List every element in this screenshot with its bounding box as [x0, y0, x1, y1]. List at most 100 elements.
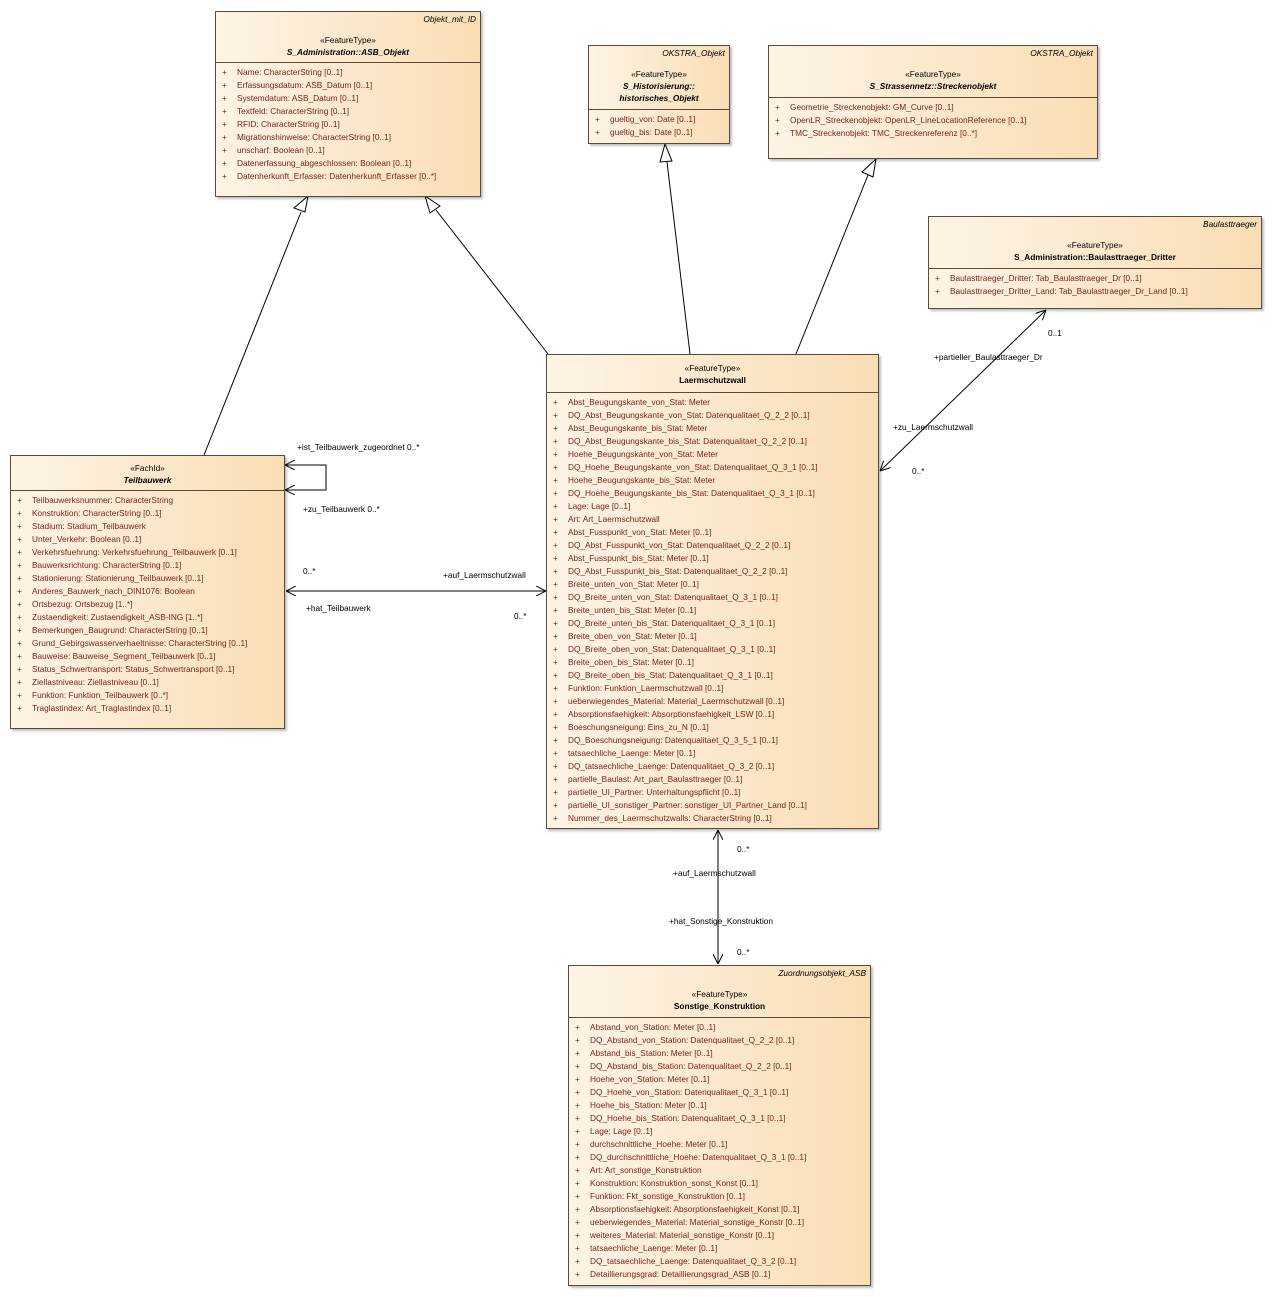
attribute-text: Nummer_des_Laermschutzwalls: CharacterSt… [568, 813, 772, 823]
attribute-text: DQ_Hoehe_Beugungskante_von_Stat: Datenqu… [568, 462, 818, 472]
class-name: S_Strassennetz::Streckenobjekt [869, 81, 997, 91]
class-sonstige-konstruktion[interactable]: Zuordnungsobjekt_ASB «FeatureType» Sonst… [568, 965, 871, 1286]
attribute-text: Bauwerksrichtung: CharacterString [0..1] [32, 560, 182, 570]
visibility-marker: + [17, 690, 22, 700]
visibility-marker: + [553, 540, 558, 550]
attribute-row: +Teilbauwerksnummer: CharacterString [11, 494, 284, 507]
attribute-row: +OpenLR_Streckenobjekt: OpenLR_LineLocat… [769, 114, 1097, 127]
attribute-row: +Hoehe_bis_Station: Meter [0..1] [569, 1099, 870, 1112]
generalization-arrowhead [424, 194, 441, 214]
visibility-marker: + [553, 631, 558, 641]
attribute-text: Ortsbezug: Ortsbezug [1..*] [32, 599, 133, 609]
visibility-marker: + [575, 1061, 580, 1071]
attribute-row: +Art: Art_sonstige_Konstruktion [569, 1164, 870, 1177]
attribute-row: +DQ_Breite_unten_bis_Stat: Datenqualitae… [547, 617, 878, 630]
attribute-row: +Ortsbezug: Ortsbezug [1..*] [11, 598, 284, 611]
attribute-text: DQ_tatsaechliche_Laenge: Datenqualitaet_… [568, 761, 775, 771]
association-teilbauwerk-self [285, 465, 327, 490]
visibility-marker: + [553, 410, 558, 420]
attribute-text: Traglastindex: Art_Traglastindex [0..1] [32, 703, 172, 713]
attribute-text: Teilbauwerksnummer: CharacterString [32, 495, 174, 505]
visibility-marker: + [17, 638, 22, 648]
class-baulasttraeger-dritter[interactable]: Baulasttraeger «FeatureType» S_Administr… [928, 216, 1262, 309]
attribute-row: +Unter_Verkehr: Boolean [0..1] [11, 533, 284, 546]
attribute-row: +Datenerfassung_abgeschlossen: Boolean [… [216, 157, 480, 170]
attribute-text: Abst_Beugungskante_von_Stat: Meter [568, 397, 711, 407]
attribute-row: +Systemdatum: ASB_Datum [0..1] [216, 92, 480, 105]
stereotype-label: «FeatureType» [1067, 240, 1123, 250]
visibility-marker: + [595, 114, 600, 124]
attribute-text: Konstruktion: CharacterString [0..1] [32, 508, 162, 518]
attribute-list: +Geometrie_Streckenobjekt: GM_Curve [0..… [769, 98, 1097, 140]
visibility-marker: + [553, 800, 558, 810]
attribute-text: Hoehe_Beugungskante_bis_Stat: Meter [568, 475, 716, 485]
attribute-text: Art: Art_sonstige_Konstruktion [590, 1165, 702, 1175]
attribute-row: +Konstruktion: CharacterString [0..1] [11, 507, 284, 520]
attribute-text: Ziellastniveau: Ziellastniveau [0..1] [32, 677, 159, 687]
role-label: +hat_Sonstige_Konstruktion [669, 916, 774, 926]
attribute-text: Anderes_Bauwerk_nach_DIN1076: Boolean [32, 586, 195, 596]
attribute-text: DQ_tatsaechliche_Laenge: Datenqualitaet_… [590, 1256, 797, 1266]
attribute-row: +ueberwiegendes_Material: Material_sonst… [569, 1216, 870, 1229]
visibility-marker: + [575, 1048, 580, 1058]
attribute-text: Absorptionsfaehigkeit: Absorptionsfaehig… [590, 1204, 800, 1214]
class-header: «FeatureType» S_Administration::Baulastt… [929, 217, 1261, 269]
attribute-text: DQ_Breite_unten_bis_Stat: Datenqualitaet… [568, 618, 776, 628]
attribute-text: Datenherkunft_Erfasser: Datenherkunft_Er… [237, 171, 437, 181]
visibility-marker: + [575, 1191, 580, 1201]
attribute-row: +Stadium: Stadium_Teilbauwerk [11, 520, 284, 533]
visibility-marker: + [553, 566, 558, 576]
attribute-text: tatsaechliche_Laenge: Meter [0..1] [568, 748, 696, 758]
attribute-text: partielle_UI_sonstiger_Partner: sonstige… [568, 800, 807, 810]
class-name-line1: S_Historisierung:: [623, 81, 695, 91]
attribute-text: weiteres_Material: Material_sonstige_Kon… [590, 1230, 775, 1240]
attribute-text: Abst_Fusspunkt_von_Stat: Meter [0..1] [568, 527, 712, 537]
class-name: Laermschutzwall [679, 375, 746, 385]
attribute-row: +Breite_unten_von_Stat: Meter [0..1] [547, 578, 878, 591]
attribute-row: +Absorptionsfaehigkeit: Absorptionsfaehi… [547, 708, 878, 721]
attribute-row: +Verkehrsfuehrung: Verkehrsfuehrung_Teil… [11, 546, 284, 559]
generalization-arrowhead [293, 194, 309, 213]
class-historisches-objekt[interactable]: OKSTRA_Objekt «FeatureType» S_Historisie… [588, 45, 730, 144]
visibility-marker: + [575, 1217, 580, 1227]
attribute-row: +Funktion: Funktion_Teilbauwerk [0..*] [11, 689, 284, 702]
attribute-text: DQ_Abst_Fusspunkt_von_Stat: Datenqualita… [568, 540, 791, 550]
visibility-marker: + [553, 722, 558, 732]
class-laermschutzwall[interactable]: «FeatureType» Laermschutzwall +Abst_Beug… [546, 354, 879, 829]
attribute-row: +Geometrie_Streckenobjekt: GM_Curve [0..… [769, 101, 1097, 114]
attribute-row: +Konstruktion: Konstruktion_sonst_Konst … [569, 1177, 870, 1190]
attribute-text: DQ_Breite_oben_von_Stat: Datenqualitaet_… [568, 644, 776, 654]
attribute-row: +Baulasttraeger_Dritter: Tab_Baulasttrae… [929, 272, 1261, 285]
attribute-text: Unter_Verkehr: Boolean [0..1] [32, 534, 142, 544]
attribute-text: Stadium: Stadium_Teilbauwerk [32, 521, 146, 531]
attribute-row: +Abstand_bis_Station: Meter [0..1] [569, 1047, 870, 1060]
visibility-marker: + [575, 1100, 580, 1110]
visibility-marker: + [575, 1204, 580, 1214]
attribute-text: partielle_UI_Partner: Unterhaltungspflic… [568, 787, 741, 797]
attribute-row: +Bemerkungen_Baugrund: CharacterString [… [11, 624, 284, 637]
role-label: +partieller_Baulasttraeger_Dr [934, 352, 1043, 362]
attribute-text: Name: CharacterString [0..1] [237, 67, 343, 77]
multiplicity-label: 0..* [303, 566, 316, 576]
visibility-marker: + [553, 423, 558, 433]
class-streckenobjekt[interactable]: OKSTRA_Objekt «FeatureType» S_Strassenne… [768, 45, 1098, 159]
class-teilbauwerk[interactable]: «FachId» Teilbauwerk +Teilbauwerksnummer… [10, 455, 285, 729]
stereotype-label: «FeatureType» [320, 35, 376, 45]
visibility-marker: + [553, 449, 558, 459]
role-label: +auf_Laermschutzwall [443, 570, 526, 580]
attribute-row: +Migrationshinweise: CharacterString [0.… [216, 131, 480, 144]
attribute-row: +Datenherkunft_Erfasser: Datenherkunft_E… [216, 170, 480, 183]
visibility-marker: + [553, 462, 558, 472]
visibility-marker: + [575, 1074, 580, 1084]
attribute-text: Bauweise: Bauweise_Segment_Teilbauwerk [… [32, 651, 216, 661]
class-header: «FeatureType» S_Historisierung:: histori… [589, 46, 729, 110]
class-header: «FeatureType» Sonstige_Konstruktion [569, 966, 870, 1018]
attribute-row: +DQ_Abstand_bis_Station: Datenqualitaet_… [569, 1060, 870, 1073]
attribute-text: gueltig_bis: Date [0..1] [610, 127, 693, 137]
multiplicity-label: 0..* [737, 947, 750, 957]
visibility-marker: + [17, 625, 22, 635]
class-asb-objekt[interactable]: Objekt_mit_ID «FeatureType» S_Administra… [215, 11, 481, 197]
attribute-text: unscharf: Boolean [0..1] [237, 145, 325, 155]
visibility-marker: + [935, 286, 940, 296]
visibility-marker: + [553, 605, 558, 615]
